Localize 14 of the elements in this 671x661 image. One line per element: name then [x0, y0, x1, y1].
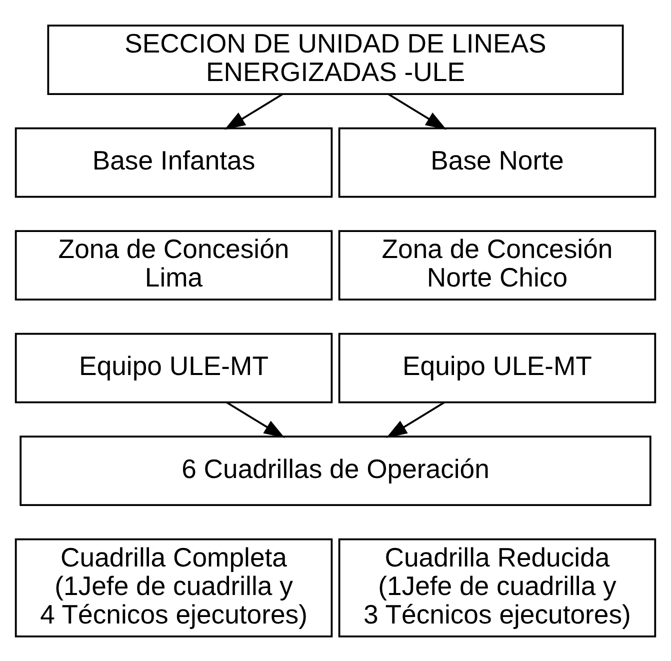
- node-box: Zona de Concesión Lima: [14, 230, 333, 300]
- node-box: Base Norte: [338, 126, 656, 198]
- node-box: Cuadrilla Reducida (1Jefe de cuadrilla y 3 Técnicos ejecutores): [338, 538, 656, 637]
- node-box: Base Infantas: [14, 126, 333, 198]
- arrow: [224, 92, 284, 130]
- node-box: Equipo ULE-MT: [338, 332, 656, 403]
- arrow: [386, 401, 445, 438]
- arrow: [226, 401, 285, 438]
- node-box: Zona de Concesión Norte Chico: [338, 230, 656, 300]
- node-box: 6 Cuadrillas de Operación: [20, 435, 652, 506]
- node-box: Cuadrilla Completa (1Jefe de cuadrilla y 4 Técnicos ejecutores): [14, 538, 333, 637]
- arrow: [388, 92, 447, 130]
- node-box: SECCION DE UNIDAD DE LINEAS ENERGIZADAS -ULE: [47, 24, 624, 95]
- node-box: Equipo ULE-MT: [14, 332, 333, 403]
